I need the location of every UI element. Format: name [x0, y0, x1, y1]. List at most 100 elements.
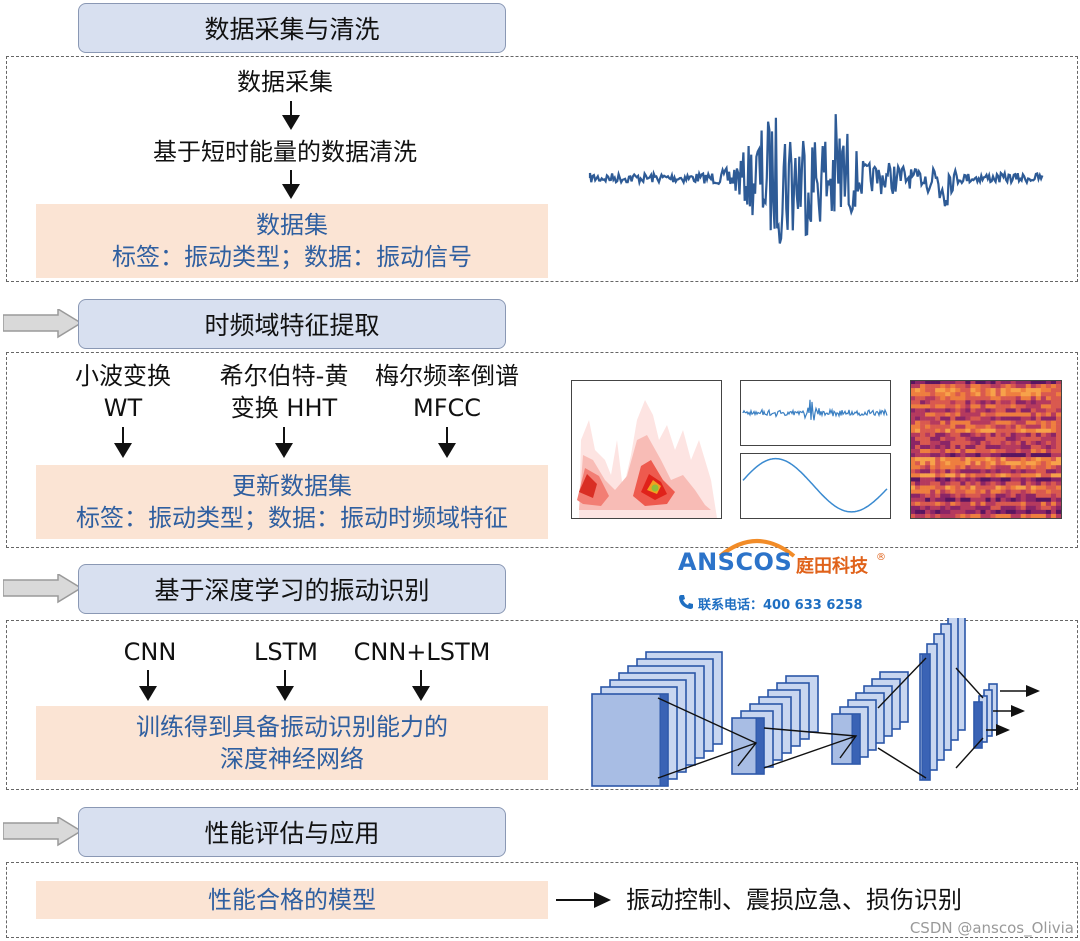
mfcc-cell: [1055, 416, 1062, 421]
mfcc-cell: [1000, 461, 1006, 466]
mfcc-cell: [985, 469, 991, 474]
mfcc-cell: [955, 440, 961, 446]
mfcc-cell: [935, 473, 941, 478]
mfcc-cell: [1040, 416, 1047, 421]
mfcc-cell: [1055, 469, 1062, 474]
mfcc-cell: [990, 420, 996, 425]
mfcc-cell: [960, 469, 966, 474]
mfcc-cell: [970, 432, 976, 438]
mfcc-cell: [1015, 440, 1022, 446]
mfcc-cell: [930, 493, 936, 499]
mfcc-cell: [920, 485, 926, 490]
mfcc-cell: [960, 501, 966, 507]
mfcc-cell: [945, 392, 951, 397]
mfcc-cell: [920, 436, 926, 442]
mfcc-cell: [1000, 469, 1006, 474]
mfcc-cell: [950, 428, 956, 434]
mfcc-cell: [950, 497, 956, 503]
mfcc-cell: [935, 489, 941, 494]
mfcc-cell: [925, 396, 931, 401]
mfcc-cell: [965, 513, 971, 519]
trained-network-line2: 深度神经网络: [220, 745, 364, 773]
mfcc-cell: [910, 396, 916, 401]
mfcc-cell: [995, 505, 1001, 511]
mfcc-cell: [925, 420, 931, 425]
logo-phone: 联系电话：400 633 6258: [698, 598, 863, 613]
mfcc-cell: [1055, 493, 1062, 499]
mfcc-cell: [915, 493, 921, 499]
mfcc-cell: [935, 388, 941, 393]
mfcc-cell: [1000, 509, 1006, 515]
mfcc-cell: [1050, 513, 1057, 519]
mfcc-cell: [995, 396, 1001, 401]
mfcc-cell: [955, 453, 961, 458]
mfcc-cell: [955, 408, 961, 413]
mfcc-cell: [985, 449, 991, 454]
layer-edge: [659, 693, 669, 787]
mfcc-cell: [1020, 412, 1027, 417]
mfcc-cell: [940, 477, 946, 482]
mfcc-cell: [1055, 428, 1062, 434]
mfcc-cell: [1045, 396, 1052, 401]
mfcc-cell: [1050, 501, 1057, 507]
mfcc-cell: [1005, 420, 1011, 425]
mfcc-cell: [930, 424, 936, 430]
mfcc-cell: [925, 428, 931, 434]
mfcc-cell: [1005, 408, 1011, 413]
mfcc-cell: [995, 469, 1001, 474]
applications-label: 振动控制、震损应急、损伤识别: [626, 886, 962, 914]
mfcc-cell: [1055, 392, 1062, 397]
mfcc-cell: [985, 505, 991, 511]
mfcc-cell: [945, 408, 951, 413]
mfcc-cell: [1050, 396, 1057, 401]
mfcc-cell: [910, 473, 916, 478]
mfcc-cell: [915, 457, 921, 462]
mfcc-cell: [1025, 469, 1032, 474]
mfcc-cell: [1035, 481, 1042, 486]
arrow-down-icon: [412, 670, 430, 701]
mfcc-cell: [955, 432, 961, 438]
mfcc-cell: [1015, 493, 1022, 499]
mfcc-cell: [1010, 388, 1016, 393]
mfcc-cell: [955, 428, 961, 434]
mfcc-cell: [1025, 457, 1032, 462]
mfcc-cell: [1045, 432, 1052, 438]
panel-deep-learning: [6, 620, 1078, 790]
mfcc-cell: [950, 380, 956, 385]
mfcc-cell: [1030, 481, 1037, 486]
mfcc-cell: [945, 509, 951, 515]
mfcc-cell: [910, 513, 916, 519]
mfcc-cell: [995, 424, 1001, 430]
mfcc-cell: [975, 384, 981, 389]
mfcc-cell: [1045, 404, 1052, 409]
mfcc-cell: [950, 396, 956, 401]
method-mfcc-line1: 梅尔频率倒谱: [375, 362, 519, 390]
mfcc-cell: [975, 505, 981, 511]
mfcc-cell: [1025, 489, 1032, 494]
mfcc-cell: [1045, 501, 1052, 507]
mfcc-cell: [945, 497, 951, 503]
mfcc-cell: [960, 424, 966, 430]
mfcc-cell: [1045, 440, 1052, 446]
mfcc-cell: [925, 469, 931, 474]
mfcc-cell: [970, 416, 976, 421]
mfcc-cell: [955, 465, 961, 470]
mfcc-cell: [1025, 380, 1032, 385]
mfcc-cell: [1035, 420, 1042, 425]
mfcc-cell: [1025, 416, 1032, 421]
mfcc-cell: [955, 501, 961, 507]
mfcc-cell: [1055, 412, 1062, 417]
mfcc-cell: [925, 465, 931, 470]
mfcc-cell: [915, 420, 921, 425]
mfcc-cell: [1050, 424, 1057, 430]
mfcc-cell: [940, 404, 946, 409]
mfcc-cell: [1030, 392, 1037, 397]
mfcc-cell: [1055, 485, 1062, 490]
mfcc-cell: [1030, 440, 1037, 446]
mfcc-cell: [970, 469, 976, 474]
mfcc-cell: [950, 505, 956, 511]
mfcc-cell: [960, 392, 966, 397]
mfcc-cell: [1040, 396, 1047, 401]
mfcc-cell: [915, 404, 921, 409]
mfcc-cell: [1000, 489, 1006, 494]
